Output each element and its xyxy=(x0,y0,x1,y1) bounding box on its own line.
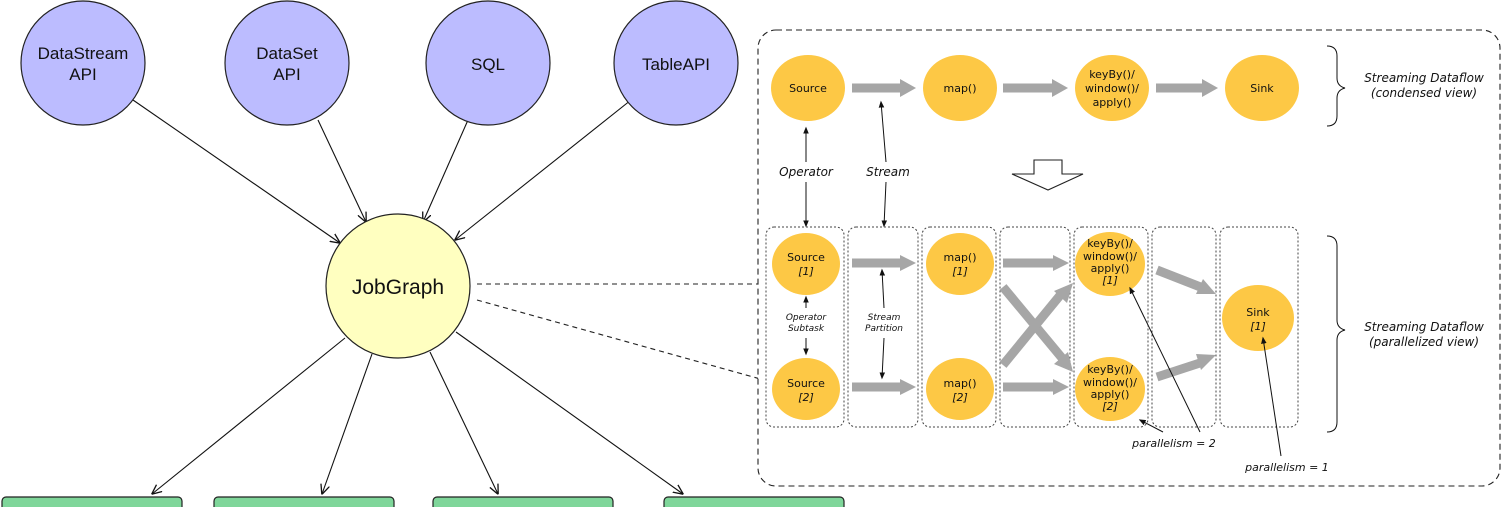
op-label: window()/ xyxy=(1085,82,1139,95)
sink-subtask-1: Sink [1] xyxy=(1222,285,1294,351)
op-label: apply() xyxy=(1091,388,1130,401)
api-node-line2: API xyxy=(69,65,96,84)
edge-datastream-jobgraph xyxy=(132,99,340,243)
op-label: Source xyxy=(789,82,827,95)
api-node-line1: SQL xyxy=(471,55,505,74)
op-index: [1] xyxy=(1250,320,1266,333)
op-index: [2] xyxy=(798,391,814,404)
stream-label: Stream xyxy=(866,165,910,179)
condensed-label-line2: (condensed view) xyxy=(1371,86,1477,100)
op-label: Source xyxy=(787,251,825,264)
bottom-box-4 xyxy=(663,496,845,507)
subtask-label-line1: Operator xyxy=(786,313,828,323)
api-node-line2: API xyxy=(273,65,300,84)
parallel-label-line1: Streaming Dataflow xyxy=(1364,320,1484,334)
jobgraph-label: JobGraph xyxy=(352,276,444,299)
op-label: keyBy()/ xyxy=(1089,68,1135,81)
condensed-brace xyxy=(1326,45,1346,127)
dashed-connector-bottom xyxy=(476,299,765,381)
stream-pointer-down xyxy=(881,181,888,228)
keyby-subtask-2: keyBy()/ window()/ apply() [2] xyxy=(1075,357,1145,421)
condensed-sink: Sink xyxy=(1225,55,1299,121)
op-label: apply() xyxy=(1093,96,1132,109)
op-index: [2] xyxy=(1102,400,1118,413)
bottom-box-2 xyxy=(213,496,395,507)
parallelism-1-label: parallelism = 1 xyxy=(1244,461,1329,474)
op-label: apply() xyxy=(1091,262,1130,275)
op-index: [1] xyxy=(1102,274,1118,287)
op-label: map() xyxy=(943,377,976,390)
api-node-line1: DataSet xyxy=(256,44,318,63)
partition-label-line1: Stream xyxy=(868,313,901,323)
op-index: [1] xyxy=(952,265,968,278)
op-index: [2] xyxy=(952,391,968,404)
subtask-label-line2: Subtask xyxy=(788,324,825,334)
map-subtask-1: map() [1] xyxy=(926,233,994,295)
edge-sql-jobgraph xyxy=(423,119,469,222)
edge-jobgraph-box2 xyxy=(322,353,373,494)
edge-jobgraph-box4 xyxy=(455,331,683,494)
api-node-datastream: DataStream API xyxy=(20,0,146,126)
edge-jobgraph-box3 xyxy=(429,351,498,494)
edge-dataset-jobgraph xyxy=(317,119,366,222)
keyby-subtask-1: keyBy()/ window()/ apply() [1] xyxy=(1075,232,1145,296)
condensed-keyby: keyBy()/ window()/ apply() xyxy=(1075,55,1149,121)
op-label: window()/ xyxy=(1083,250,1137,263)
op-label: keyBy()/ xyxy=(1087,363,1133,376)
left-graph: DataStream API DataSet API SQL TableAPI … xyxy=(1,0,845,507)
stream-pointer-up xyxy=(878,100,887,163)
api-node-sql: SQL xyxy=(425,0,551,126)
source-subtask-1: Source [1] xyxy=(772,233,840,295)
partition-label-line2: Partition xyxy=(865,324,903,334)
api-node-line1: DataStream xyxy=(38,44,129,63)
api-node-dataset: DataSet API xyxy=(224,0,350,126)
source-subtask-2: Source [2] xyxy=(772,358,840,420)
parallel-brace xyxy=(1326,235,1346,433)
map-subtask-2: map() [2] xyxy=(926,358,994,420)
operator-label: Operator xyxy=(779,165,834,179)
bottom-box-3 xyxy=(432,496,614,507)
parallelism-2-label: parallelism = 2 xyxy=(1131,437,1216,450)
expand-arrow-icon xyxy=(1011,159,1084,191)
parallel-label-line2: (parallelized view) xyxy=(1369,335,1479,349)
condensed-label-line1: Streaming Dataflow xyxy=(1364,71,1484,85)
op-label: Source xyxy=(787,377,825,390)
parallel-view: Source [1] Source [2] map() [1] map() [2… xyxy=(765,226,1484,474)
op-label: map() xyxy=(943,82,976,95)
edge-jobgraph-box1 xyxy=(152,337,346,494)
api-node-line1: TableAPI xyxy=(642,55,710,74)
op-label: map() xyxy=(943,251,976,264)
op-label: Sink xyxy=(1246,306,1270,319)
op-label: Sink xyxy=(1250,82,1274,95)
condensed-view: Source map() keyBy()/ window()/ apply() … xyxy=(771,45,1484,127)
op-label: keyBy()/ xyxy=(1087,237,1133,250)
bottom-box-1 xyxy=(1,496,183,507)
api-node-tableapi: TableAPI xyxy=(613,0,739,126)
dataflow-panel: Source map() keyBy()/ window()/ apply() … xyxy=(757,29,1501,487)
op-index: [1] xyxy=(798,265,814,278)
condensed-source: Source xyxy=(771,55,845,121)
condensed-map: map() xyxy=(923,55,997,121)
edge-tableapi-jobgraph xyxy=(455,99,632,240)
op-label: window()/ xyxy=(1083,376,1137,389)
jobgraph-node: JobGraph xyxy=(325,213,471,359)
